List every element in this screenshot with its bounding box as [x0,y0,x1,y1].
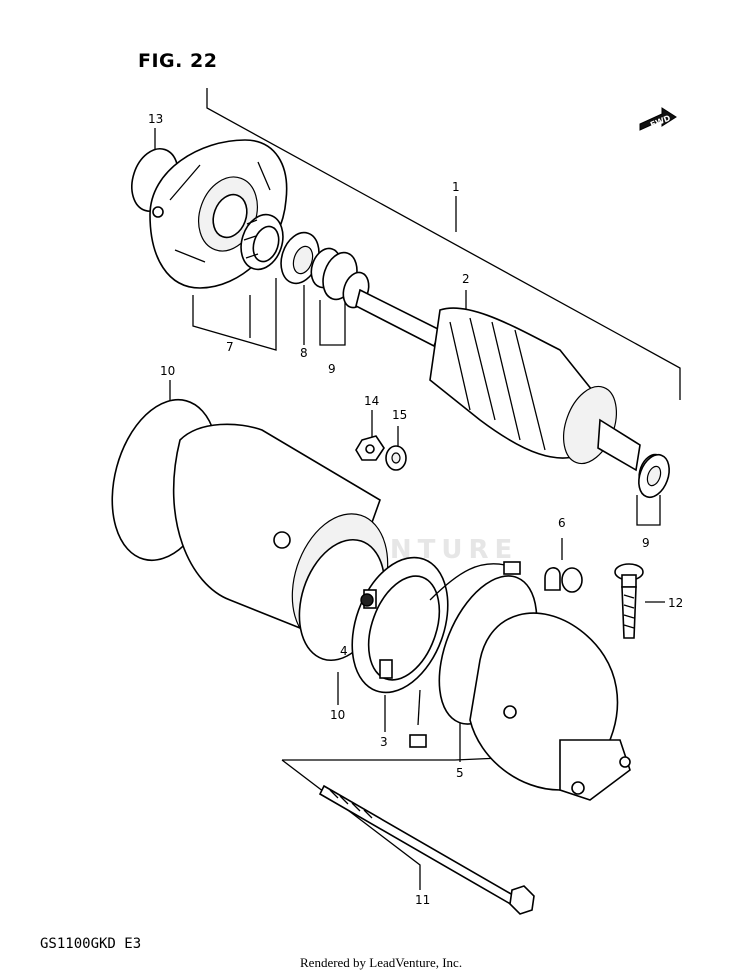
callout-9-lower: 9 [642,536,650,550]
through-bolt-part-11 [318,784,535,915]
bolt-part-12 [614,563,644,639]
nut-part-14 [355,435,385,461]
callout-8: 8 [300,346,308,360]
terminal-part-4 [360,593,374,607]
callout-11: 11 [415,893,431,907]
washer-part-15 [385,445,407,471]
armature-part-2 [355,288,666,491]
brush-spring-part-6 [544,567,583,593]
callout-4: 4 [340,644,348,658]
model-code: GS1100GKD E3 [40,936,142,952]
callout-3: 3 [380,735,388,749]
render-credit: Rendered by LeadVenture, Inc. [300,955,463,970]
seal-part-8 [280,231,320,285]
callout-7: 7 [226,340,234,354]
brush-holder-part-3 [351,556,521,748]
fwd-badge-label: FWD [649,113,672,129]
callout-14: 14 [364,394,380,408]
callout-2: 2 [462,272,470,286]
callout-12: 12 [668,596,684,610]
callout-10-lower: 10 [330,708,346,722]
callout-15: 15 [392,408,408,422]
bearing-part-7 [240,213,284,271]
callout-13: 13 [148,112,164,126]
end-housing-part-5 [438,575,631,801]
callout-6: 6 [558,516,566,530]
fwd-arrow-icon: FWD [639,107,677,131]
callout-1: 1 [452,180,460,194]
figure-title: FIG. 22 [138,50,218,72]
shim-washer-part-9-lower [638,453,670,499]
callout-9-upper: 9 [328,362,336,376]
callout-5: 5 [456,766,464,780]
leader-lines [154,88,681,890]
callout-10-upper: 10 [160,364,176,378]
